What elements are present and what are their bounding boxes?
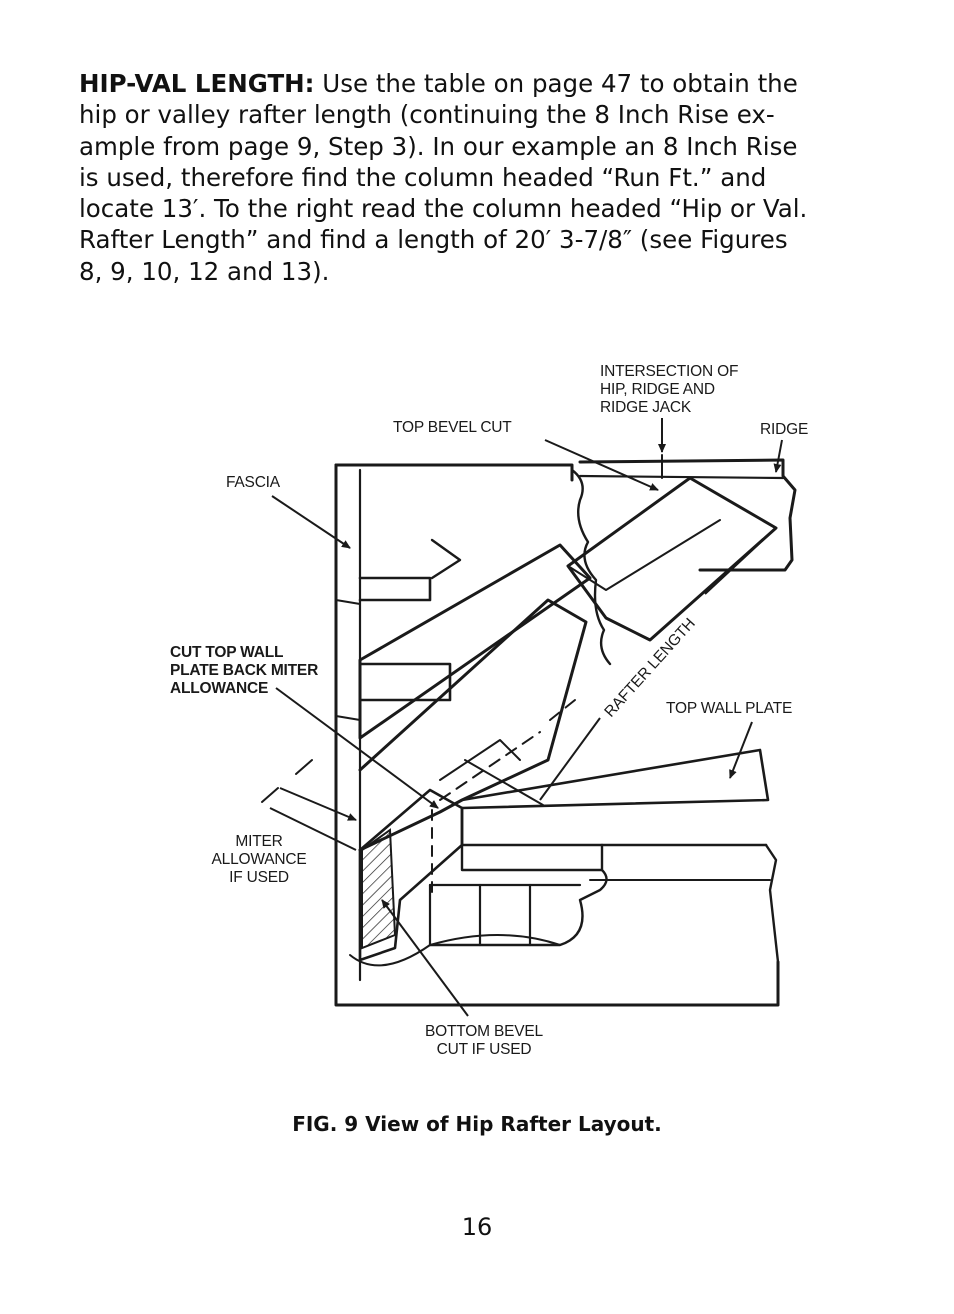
hatched-bevel-area <box>361 828 397 950</box>
intersection-label-2: HIP, RIDGE AND <box>600 381 715 398</box>
paragraph-line-3: ample from page 9, Step 3). In our examp… <box>79 131 798 161</box>
fascia-label: FASCIA <box>226 474 281 491</box>
drawing-linework <box>261 454 797 1007</box>
hip-rafter-drawing: RAFTER LENGTH INTERSECTION OF HIP, RIDGE… <box>170 363 808 1058</box>
paragraph-line-1: HIP-VAL LENGTH: Use the table on page 47… <box>79 69 798 98</box>
paragraph-line-5: locate 13′. To the right read the column… <box>79 194 808 224</box>
intersection-label-1: INTERSECTION OF <box>600 363 738 380</box>
hip-rafter-lower <box>358 598 588 852</box>
ridge-board <box>578 458 797 572</box>
leader-lines <box>269 418 783 1017</box>
cut-top-wall-label-1: CUT TOP WALL <box>170 644 283 661</box>
hip-top-block <box>566 476 778 642</box>
paragraph-line-2: hip or valley rafter length (continuing … <box>79 100 775 130</box>
top-wall-plate <box>460 748 770 810</box>
miter-allowance-label-1: MITER <box>235 833 282 850</box>
cut-top-wall-label-2: PLATE BACK MITER <box>170 662 318 679</box>
paragraph-line-4: is used, therefore find the column heade… <box>79 162 767 192</box>
body-paragraph: HIP-VAL LENGTH: Use the table on page 47… <box>79 68 909 287</box>
top-wall-plate-label: TOP WALL PLATE <box>666 700 792 717</box>
cut-top-wall-label-3: ALLOWANCE <box>170 680 268 697</box>
fascia-top <box>334 463 574 482</box>
frame-outline <box>334 463 780 1007</box>
bottom-bevel-label-2: CUT IF USED <box>437 1041 532 1058</box>
hip-rafter-upper <box>358 543 592 740</box>
paragraph-line-6: Rafter Length” and find a length of 20′ … <box>79 225 788 255</box>
top-bevel-cut-label: TOP BEVEL CUT <box>393 419 512 436</box>
bottom-bevel-label-1: BOTTOM BEVEL <box>425 1023 543 1040</box>
miter-allowance-label-3: IF USED <box>229 869 289 886</box>
ridge-label: RIDGE <box>760 421 808 438</box>
figure-caption: FIG. 9 View of Hip Rafter Layout. <box>292 1112 662 1136</box>
miter-allowance-label-2: ALLOWANCE <box>212 851 307 868</box>
paragraph-lead: HIP-VAL LENGTH: <box>79 69 315 98</box>
hip-rafter-figure: RAFTER LENGTH INTERSECTION OF HIP, RIDGE… <box>160 345 840 1070</box>
page-number: 16 <box>461 1213 493 1241</box>
intersection-label-3: RIDGE JACK <box>600 399 692 416</box>
paragraph-line-7: 8, 9, 10, 12 and 13). <box>79 256 330 286</box>
